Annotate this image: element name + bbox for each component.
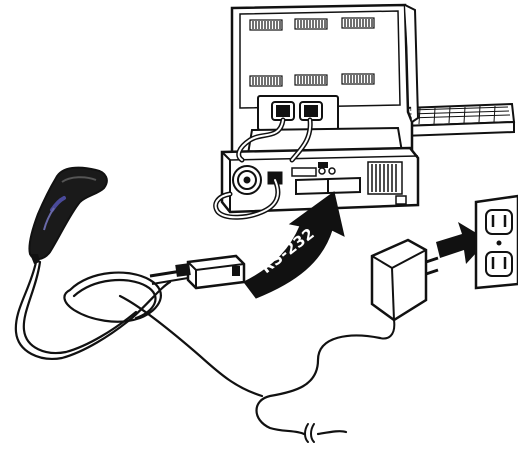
wall-outlet-icon: [474, 194, 518, 290]
ac-power-adapter-icon: [370, 238, 439, 340]
power-cable: [255, 334, 382, 443]
monitor-vents-top: [249, 17, 375, 31]
monitor-cables: [213, 117, 313, 220]
keyboard-icon: [400, 102, 516, 138]
monitor-connectors: [257, 95, 339, 131]
rs232-interface-box-icon: [149, 254, 246, 290]
barcode-scanner-icon: [28, 166, 108, 264]
monitor-vents-bottom: [249, 73, 375, 87]
tower-vent: [367, 161, 403, 195]
fan-icon: [232, 165, 262, 195]
scanner-cable: [14, 260, 264, 398]
computer-monitor-icon: [230, 3, 420, 156]
